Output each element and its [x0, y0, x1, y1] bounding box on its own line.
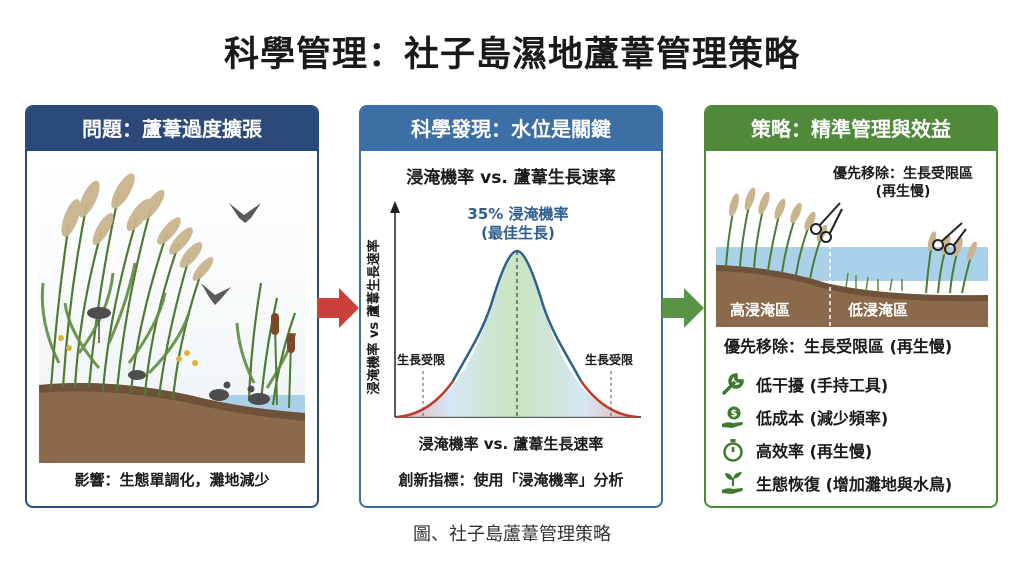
benefit-item-low-cost: $ 低成本 (減少頻率): [718, 404, 888, 430]
svg-text:$: $: [731, 409, 738, 420]
scissors-icon-right: [932, 222, 967, 255]
removal-callout: 優先移除：生長受限區 (再生慢): [818, 165, 988, 201]
benefit-label: 低干擾 (手持工具): [756, 376, 889, 395]
peak-label-line1: 35% 浸淹機率: [467, 205, 569, 223]
strategy-header: 策略：精準管理與效益: [706, 107, 996, 151]
curve-line-right-tail: [579, 380, 638, 419]
benefit-item-eco-recovery: 生態恢復 (增加灘地與水鳥): [718, 470, 952, 496]
zone-low-label: 低浸淹區: [848, 301, 909, 319]
zone-high-label: 高浸淹區: [730, 301, 791, 319]
benefit-label: 低成本 (減少頻率): [756, 409, 889, 428]
limit-label-right: 生長受限: [585, 353, 634, 367]
callout-line1: 優先移除：生長受限區: [833, 166, 973, 182]
problem-impact-text: 影響：生態單調化，灘地減少: [74, 471, 270, 489]
peak-annotation: 35% 浸淹機率 (最佳生長): [433, 205, 603, 243]
peak-label-line2: (最佳生長): [481, 224, 555, 242]
arrow-right-red-icon: [317, 288, 359, 328]
callout-line2: (再生慢): [875, 184, 931, 200]
science-panel: 科學發現：水位是關鍵 浸淹機率 vs. 蘆葦生長速率 浸淹機率 vs 蘆葦生長速…: [359, 105, 663, 508]
growth-curve-chart: [390, 201, 641, 419]
reed-overgrowth-illustration: [39, 163, 305, 463]
limit-label-left: 生長受限: [397, 353, 446, 367]
benefit-item-high-efficiency: 高效率 (再生慢): [718, 437, 872, 463]
strategy-panel: 策略：精準管理與效益 優先移除：生長受限區 (再生慢): [704, 105, 998, 508]
figure-caption: 圖、社子島蘆葦管理策略: [413, 524, 611, 545]
money-hand-icon: $: [718, 404, 748, 430]
curve-line-left-tail: [396, 380, 455, 419]
benefit-item-low-disturbance: 低干擾 (手持工具): [718, 371, 888, 397]
benefit-label: 高效率 (再生慢): [756, 442, 873, 461]
arrow-right-green-icon: [662, 288, 704, 328]
chart-title: 浸淹機率 vs. 蘆葦生長速率: [406, 168, 616, 188]
priority-removal-text: 優先移除：生長受限區 (再生慢): [724, 337, 953, 356]
page-title: 科學管理：社子島濕地蘆葦管理策略: [223, 35, 800, 75]
x-axis-label: 浸淹機率 vs. 蘆葦生長速率: [418, 435, 604, 453]
zone-illustration: [716, 187, 988, 327]
curve-area: [397, 251, 637, 417]
wrench-icon: [718, 371, 748, 397]
y-axis-label: 浸淹機率 vs 蘆葦生長速率: [367, 239, 382, 395]
benefit-label: 生態恢復 (增加灘地與水鳥): [756, 475, 953, 494]
sprout-hand-icon: [718, 470, 748, 496]
problem-header: 問題：蘆葦過度擴張: [27, 107, 317, 151]
problem-panel: 問題：蘆葦過度擴張: [25, 105, 319, 508]
scissors-icon-left: [810, 202, 843, 243]
stopwatch-icon: [718, 437, 748, 463]
science-innovation-text: 創新指標：使用「浸淹機率」分析: [398, 471, 624, 489]
science-header: 科學發現：水位是關鍵: [361, 107, 661, 151]
